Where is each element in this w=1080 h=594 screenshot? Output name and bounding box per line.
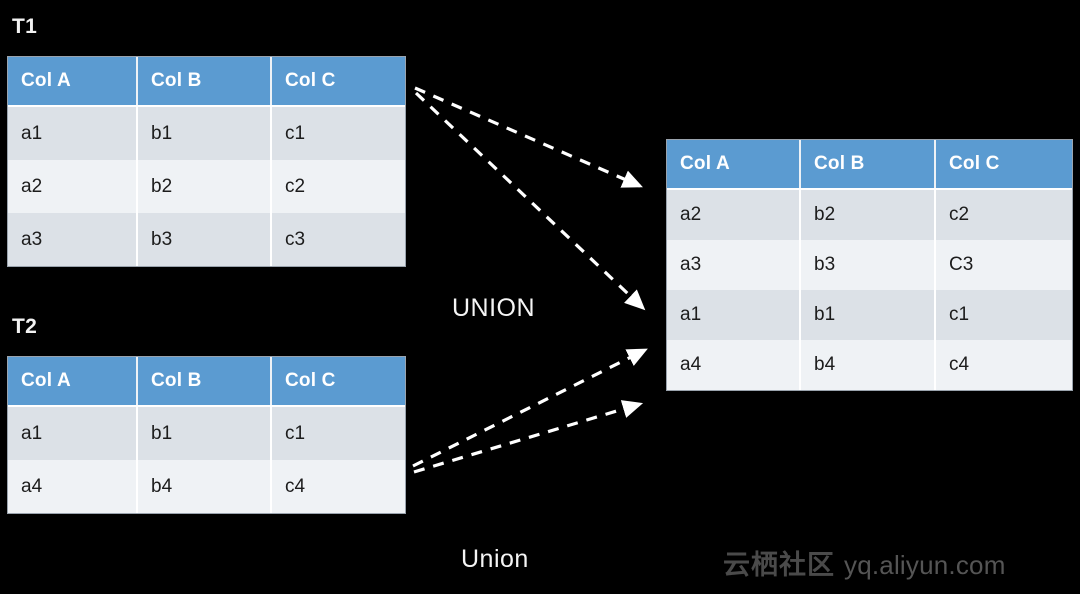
arrow-t2-top-line [412,348,648,468]
table-t2-header-row: Col A Col B Col C [8,357,405,407]
table-t1-header-col-b: Col B [137,57,272,107]
table-t1-header-col-c: Col C [271,57,405,107]
arrow-t1-bottom-line [414,91,646,311]
table-t1: Col A Col B Col C a1 b1 c1 a2 b2 c2 a3 b… [8,57,405,266]
table-label-t1: T1 [12,15,38,38]
table-result-header-col-c: Col C [935,140,1072,190]
cell: b4 [800,340,936,390]
table-label-t2: T2 [12,315,38,338]
cell: a4 [667,340,801,390]
table-t1-header-col-a: Col A [8,57,138,107]
table-t1-header-row: Col A Col B Col C [8,57,405,107]
table-row: a2 b2 c2 [667,189,1072,240]
cell: a3 [8,213,138,266]
table-row: a1 b1 c1 [8,106,405,160]
cell: c1 [271,406,405,460]
cell: a1 [667,290,801,340]
cell: a3 [667,240,801,290]
table-row: a3 b3 c3 [8,213,405,266]
cell: b3 [137,213,272,266]
cell: b3 [800,240,936,290]
cell: a2 [8,160,138,213]
table-result-header-row: Col A Col B Col C [667,140,1072,190]
table-union-result: Col A Col B Col C a2 b2 c2 a3 b3 C3 a1 b… [667,140,1072,390]
table-t2: Col A Col B Col C a1 b1 c1 a4 b4 c4 [8,357,405,513]
table-t2-header-col-c: Col C [271,357,405,407]
table-row: a1 b1 c1 [667,290,1072,340]
cell: a4 [8,460,138,513]
cell: a2 [667,189,801,240]
table-row: a2 b2 c2 [8,160,405,213]
table-result-header-col-b: Col B [800,140,936,190]
table-t2-header-col-b: Col B [137,357,272,407]
cell: b2 [800,189,936,240]
cell: c2 [935,189,1072,240]
cell: b1 [137,406,272,460]
watermark-brand: 云栖社区 [723,550,835,580]
cell: b1 [137,106,272,160]
cell: b2 [137,160,272,213]
arrow-t2-bottom-line [413,400,644,474]
watermark-url: yq.aliyun.com [844,550,1006,580]
arrow-t1-top-line [414,86,643,188]
cell: b1 [800,290,936,340]
cell: C3 [935,240,1072,290]
table-row: a1 b1 c1 [8,406,405,460]
table-result-header-col-a: Col A [667,140,801,190]
table-t2-header-col-a: Col A [8,357,138,407]
cell: c1 [935,290,1072,340]
cell: a1 [8,106,138,160]
table-row: a4 b4 c4 [667,340,1072,390]
watermark: 云栖社区 yq.aliyun.com [723,543,1006,582]
cell: a1 [8,406,138,460]
cell: c4 [935,340,1072,390]
cell: c3 [271,213,405,266]
cell: b4 [137,460,272,513]
union-title-label: Union [461,545,529,573]
table-row: a4 b4 c4 [8,460,405,513]
cell: c2 [271,160,405,213]
cell: c1 [271,106,405,160]
table-row: a3 b3 C3 [667,240,1072,290]
cell: c4 [271,460,405,513]
union-operation-label: UNION [452,294,536,322]
